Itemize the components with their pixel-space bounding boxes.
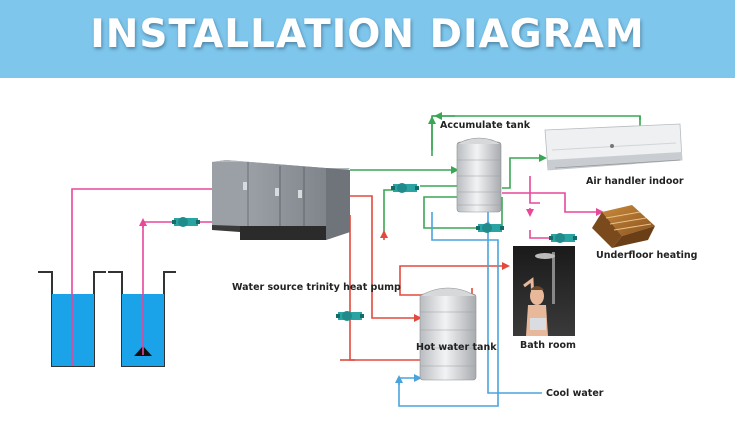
pump-icon (172, 217, 200, 227)
pump-icon (476, 223, 504, 233)
pump-icon (549, 233, 577, 243)
hot-water-tank-icon (419, 287, 477, 381)
accumulate-tank-icon (456, 137, 502, 213)
underfloor-heating-label: Underfloor heating (596, 250, 698, 261)
pump-icon (336, 311, 364, 321)
air-handler-icon (544, 123, 683, 171)
heat-pump-label: Water source trinity heat pump (232, 282, 401, 293)
cool-water-label: Cool water (546, 388, 604, 399)
air-handler-loop (350, 112, 641, 237)
floor-heating-icon (592, 205, 655, 248)
well-icon (38, 271, 106, 367)
source-wells (38, 271, 176, 367)
heat-pump-unit-icon (212, 160, 350, 240)
shower-photo-icon (513, 246, 575, 336)
hot-water-tank-label: Hot water tank (416, 342, 497, 353)
bath-room-label: Bath room (520, 340, 576, 351)
page-title: INSTALLATION DIAGRAM (90, 12, 645, 57)
pump-icon (391, 183, 419, 193)
accumulate-tank-label: Accumulate tank (440, 120, 531, 131)
air-handler-label: Air handler indoor (586, 176, 684, 187)
hot-water-loop (340, 195, 510, 361)
title-banner: INSTALLATION DIAGRAM (0, 0, 735, 78)
well-icon (108, 271, 176, 367)
